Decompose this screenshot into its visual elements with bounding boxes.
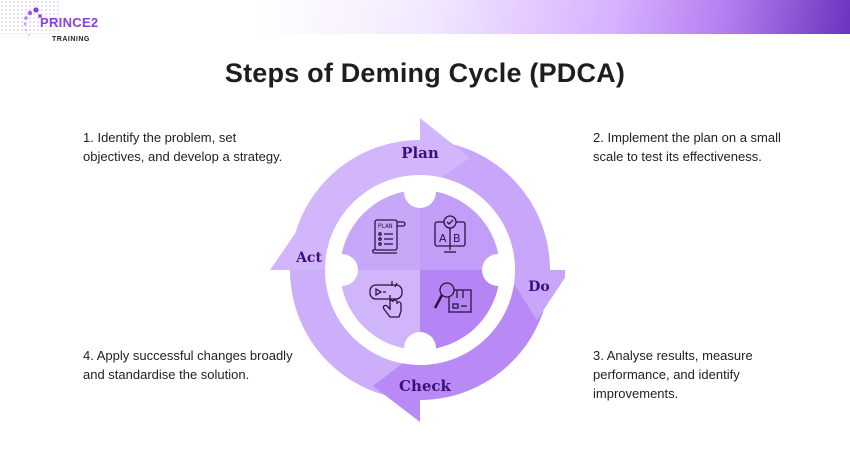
logo-subtitle: TRAINING xyxy=(52,36,90,43)
act-arc xyxy=(290,270,420,400)
step-4-text: 4. Apply successful changes broadly and … xyxy=(83,348,293,382)
svg-text:B: B xyxy=(453,232,461,245)
svg-text:A: A xyxy=(439,232,447,245)
notch-right xyxy=(482,254,514,286)
inner-q-plan xyxy=(340,190,420,270)
svg-text:PLAN: PLAN xyxy=(378,223,393,230)
notch-bottom xyxy=(404,332,436,364)
phase-label-check: Check xyxy=(399,377,452,395)
plan-arc xyxy=(290,140,420,270)
logo: PRINCE2 TRAINING xyxy=(22,6,112,46)
plan-arrowhead xyxy=(420,118,470,192)
phase-label-plan: Plan xyxy=(401,144,439,162)
logo-name: PRINCE2 xyxy=(40,15,99,30)
do-arc xyxy=(420,140,550,270)
act-arrowhead xyxy=(270,222,335,270)
step-1-text: 1. Identify the problem, set objectives,… xyxy=(83,130,283,164)
cycle-ring xyxy=(270,118,565,422)
inner-q-do xyxy=(420,190,500,270)
ab-test-monitor-icon: A B xyxy=(434,215,466,253)
pdca-cycle-diagram: PLAN A B Plan Do Check Act xyxy=(270,118,565,422)
page-title: Steps of Deming Cycle (PDCA) xyxy=(224,58,626,88)
step-2-text: 2. Implement the plan on a small scale t… xyxy=(593,130,781,164)
phase-label-do: Do xyxy=(528,279,549,295)
click-button-icon xyxy=(369,281,403,318)
step-3-text: 3. Analyse results, measure performance,… xyxy=(593,348,753,401)
inner-q-act xyxy=(340,270,420,350)
dot-pattern-decoration xyxy=(0,0,60,34)
do-arrowhead xyxy=(505,270,565,320)
check-arc xyxy=(420,270,550,400)
plan-document-icon: PLAN xyxy=(372,219,406,254)
header-banner xyxy=(0,0,850,34)
logo-dots-icon xyxy=(23,7,42,37)
notch-left xyxy=(326,254,358,286)
magnify-box-icon xyxy=(433,282,472,313)
check-arrowhead xyxy=(373,350,420,422)
notch-top xyxy=(404,176,436,208)
phase-label-act: Act xyxy=(295,250,322,266)
